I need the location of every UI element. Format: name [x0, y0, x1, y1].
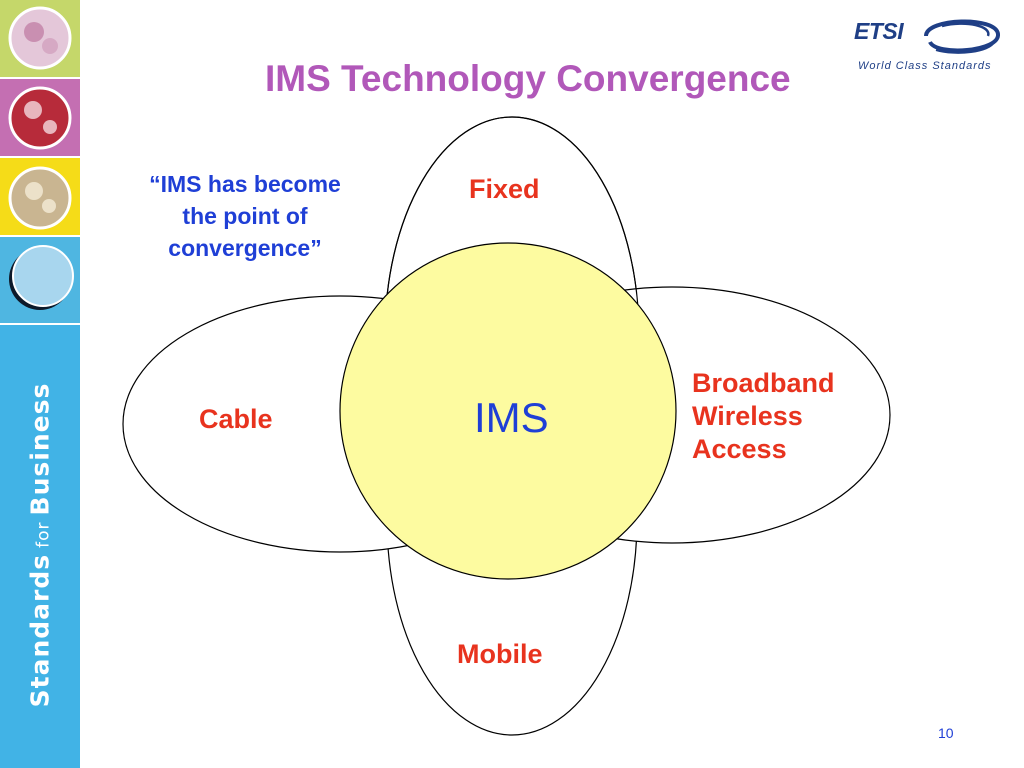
quote: “IMS has become the point of convergence… — [110, 168, 380, 264]
logo-tagline: World Class Standards — [858, 60, 992, 72]
quote-line: “IMS has become — [149, 171, 341, 197]
logo-wordmark: ETSI — [854, 18, 904, 44]
sidebar-tile-yellow — [0, 158, 80, 237]
label-fixed: Fixed — [469, 174, 540, 204]
quote-line: the point of — [182, 203, 308, 229]
globe-icon — [8, 6, 72, 70]
sidebar-tile-blue — [0, 237, 80, 325]
quote-line: convergence” — [168, 235, 322, 261]
label-ims: IMS — [474, 394, 549, 441]
label-line: Wireless — [692, 401, 803, 431]
label-broadband-wireless-access: Broadband Wireless Access — [692, 367, 835, 466]
ims-circle — [339, 242, 677, 580]
sidebar-tile-green — [0, 0, 80, 79]
globe-icon — [9, 245, 74, 310]
globe-icon — [8, 166, 72, 230]
sidebar-tile-pink — [0, 79, 80, 158]
label-line: Broadband — [692, 368, 835, 398]
ellipse-fixed-outline — [384, 116, 640, 336]
page-number: 10 — [938, 725, 954, 741]
globe-icon — [8, 86, 72, 150]
label-cable: Cable — [199, 404, 273, 434]
page-title: IMS Technology Convergence — [265, 58, 791, 99]
etsi-logo: ETSI World Class Standards — [848, 10, 1008, 80]
etsi-swirl-icon — [924, 19, 1000, 54]
sidebar: StandardsforBusiness — [0, 0, 80, 768]
label-line: Access — [692, 434, 787, 464]
label-mobile: Mobile — [457, 639, 543, 669]
